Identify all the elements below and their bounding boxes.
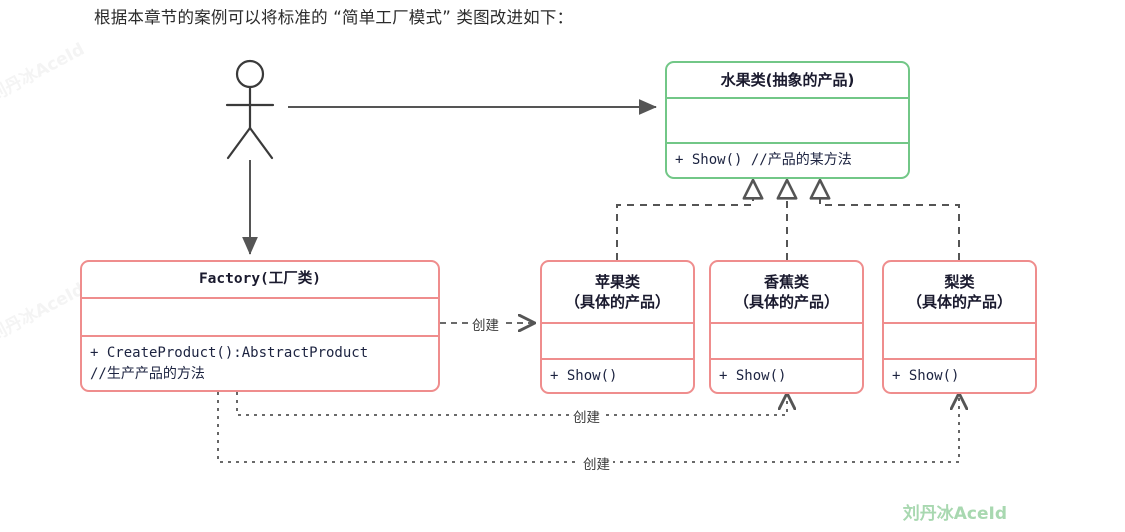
actor-stick-figure — [225, 59, 275, 160]
class-box-banana[interactable]: 香蕉类 （具体的产品） + Show() — [709, 260, 864, 394]
class-title-banana: 香蕉类 （具体的产品） — [711, 262, 862, 322]
edge-factory-creates-pear — [217, 392, 959, 463]
edge-label-create-banana: 创建 — [570, 406, 603, 426]
class-operations-abstract-product: + Show() //产品的某方法 — [667, 142, 908, 177]
class-title-abstract-product: 水果类(抽象的产品) — [720, 70, 855, 89]
operation-item: + Show() — [892, 367, 960, 384]
class-title-factory: Factory(工厂类) — [198, 270, 322, 287]
watermark-faint-top: 刘丹冰AceId — [0, 39, 89, 107]
class-title-line1: 苹果类 — [594, 272, 640, 291]
operation-item: + Show() — [719, 367, 787, 384]
edge-label-create-apple: 创建 — [469, 314, 502, 334]
watermark-author: 刘丹冰AceId — [902, 504, 1007, 524]
class-operations-factory: + CreateProduct():AbstractProduct //生产产品… — [82, 335, 438, 390]
class-operations-pear: + Show() — [884, 358, 1035, 392]
class-box-apple[interactable]: 苹果类 （具体的产品） + Show() — [540, 260, 695, 394]
class-attributes-abstract-product — [667, 97, 908, 142]
class-title-line2: （具体的产品） — [733, 293, 839, 311]
class-operations-banana: + Show() — [711, 358, 862, 392]
page-title: 根据本章节的案例可以将标准的 “简单工厂模式” 类图改进如下： — [94, 8, 574, 27]
edge-pear-realizes-abstract — [809, 178, 960, 260]
operation-item: + CreateProduct():AbstractProduct — [90, 344, 369, 361]
watermark-faint-bottom: 刘丹冰AceId — [0, 279, 89, 347]
class-box-pear[interactable]: 梨类 （具体的产品） + Show() — [882, 260, 1037, 394]
class-title-line1: 香蕉类 — [763, 272, 809, 291]
class-title-pear: 梨类 （具体的产品） — [884, 262, 1035, 322]
class-box-factory[interactable]: Factory(工厂类) + CreateProduct():AbstractP… — [80, 260, 440, 392]
class-attributes-factory — [82, 297, 438, 335]
class-box-abstract-product[interactable]: 水果类(抽象的产品) + Show() //产品的某方法 — [665, 61, 910, 179]
operation-item: + Show() //产品的某方法 — [675, 152, 852, 168]
edge-apple-realizes-abstract — [616, 178, 764, 260]
class-title-apple: 苹果类 （具体的产品） — [542, 262, 693, 322]
edge-label-create-pear: 创建 — [580, 453, 613, 473]
operation-item: + Show() — [550, 367, 618, 384]
class-attributes-pear — [884, 322, 1035, 358]
edge-factory-creates-banana — [236, 392, 787, 416]
class-title-line2: （具体的产品） — [906, 293, 1012, 311]
class-title-line1: 梨类 — [944, 272, 975, 291]
class-title-line2: （具体的产品） — [564, 293, 670, 311]
class-attributes-banana — [711, 322, 862, 358]
class-operations-apple: + Show() — [542, 358, 693, 392]
operation-item: //生产产品的方法 — [90, 365, 205, 382]
class-attributes-apple — [542, 322, 693, 358]
